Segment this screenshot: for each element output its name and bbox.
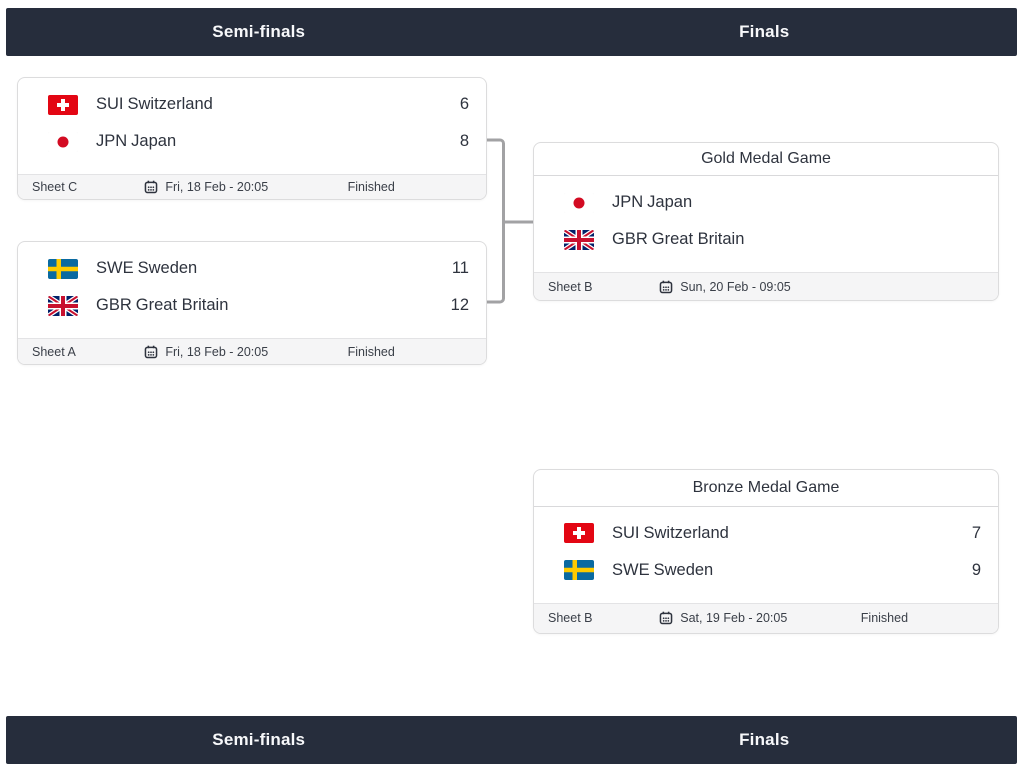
gbr-flag-icon <box>564 229 594 250</box>
team-title: Switzerland <box>643 523 729 542</box>
status-label: Finished <box>860 611 909 626</box>
match-date: Sun, 20 Feb - 09:05 <box>659 280 859 294</box>
team-title: Sweden <box>137 259 198 277</box>
team-code: JPN <box>612 193 644 212</box>
team-score: 8 <box>459 132 469 150</box>
calendar-icon <box>659 612 673 625</box>
jpn-flag-icon <box>48 131 78 152</box>
date-label: Sun, 20 Feb - 09:05 <box>680 279 791 294</box>
gbr-flag-icon <box>48 295 78 316</box>
match-footer: Sheet B Sun, 20 Feb - 09:05 <box>534 272 998 300</box>
team-title: Japan <box>131 132 177 150</box>
finals-label: Finals <box>739 730 790 749</box>
team-code: GBR <box>612 230 648 249</box>
match-footer: Sheet B Sat, 19 Feb - 20:05 Finished <box>534 602 998 633</box>
team-title: Switzerland <box>127 95 213 113</box>
team-title: Sweden <box>653 560 714 579</box>
team-code: GBR <box>96 296 132 314</box>
round-footer-bar: Semi-finals Finals <box>6 716 1017 764</box>
match-footer: Sheet A Fri, 18 Feb - 20:05 Finished <box>18 338 486 364</box>
semifinals-label: Semi-finals <box>212 730 306 749</box>
team-score: 12 <box>450 296 469 314</box>
date-label: Fri, 18 Feb - 20:05 <box>165 344 269 359</box>
swe-flag-icon <box>564 560 594 581</box>
date-label: Sat, 19 Feb - 20:05 <box>680 611 788 626</box>
team-code: SUI <box>96 95 124 113</box>
team-score: 11 <box>451 259 469 277</box>
round-footer-finals: Finals <box>512 730 1018 750</box>
date-label: Fri, 18 Feb - 20:05 <box>165 180 269 194</box>
calendar-icon <box>145 180 158 194</box>
team-title: Great Britain <box>651 230 745 249</box>
match-date: Fri, 18 Feb - 20:05 <box>144 180 345 194</box>
sui-flag-icon <box>564 523 594 544</box>
team-code: SWE <box>612 560 650 579</box>
team-code: JPN <box>96 132 128 150</box>
sui-flag-icon <box>48 94 78 115</box>
calendar-icon <box>145 345 158 358</box>
team-score: 9 <box>971 560 981 579</box>
swe-flag-icon <box>48 258 78 279</box>
calendar-icon <box>659 280 673 294</box>
round-header-semifinals: Semi-finals <box>6 22 512 42</box>
round-header-finals: Finals <box>512 22 1018 42</box>
status-label: Finished <box>347 180 395 194</box>
match-footer: Sheet C Fri, 18 Feb - 20:05 Finished <box>18 174 486 199</box>
round-footer-semifinals: Semi-finals <box>6 730 512 750</box>
sheet-label: Sheet B <box>548 611 593 626</box>
team-title: Great Britain <box>135 296 229 314</box>
jpn-flag-icon <box>564 192 594 213</box>
round-header-bar: Semi-finals Finals <box>6 8 1017 56</box>
team-code: SUI <box>612 523 640 542</box>
sheet-label: Sheet C <box>32 180 78 194</box>
team-title: Japan <box>647 193 693 212</box>
match-date: Fri, 18 Feb - 20:05 <box>144 345 345 359</box>
match-title: Gold Medal Game <box>534 143 998 177</box>
sheet-label: Sheet B <box>548 279 593 294</box>
team-code: SWE <box>96 259 134 277</box>
match-title: Bronze Medal Game <box>534 470 998 507</box>
sheet-label: Sheet A <box>32 344 76 359</box>
match-date: Sat, 19 Feb - 20:05 <box>659 611 859 625</box>
status-label: Finished <box>347 344 395 359</box>
finals-label: Finals <box>739 22 790 41</box>
semifinals-label: Semi-finals <box>212 22 306 41</box>
team-score: 6 <box>459 95 469 113</box>
team-score: 7 <box>971 523 981 542</box>
